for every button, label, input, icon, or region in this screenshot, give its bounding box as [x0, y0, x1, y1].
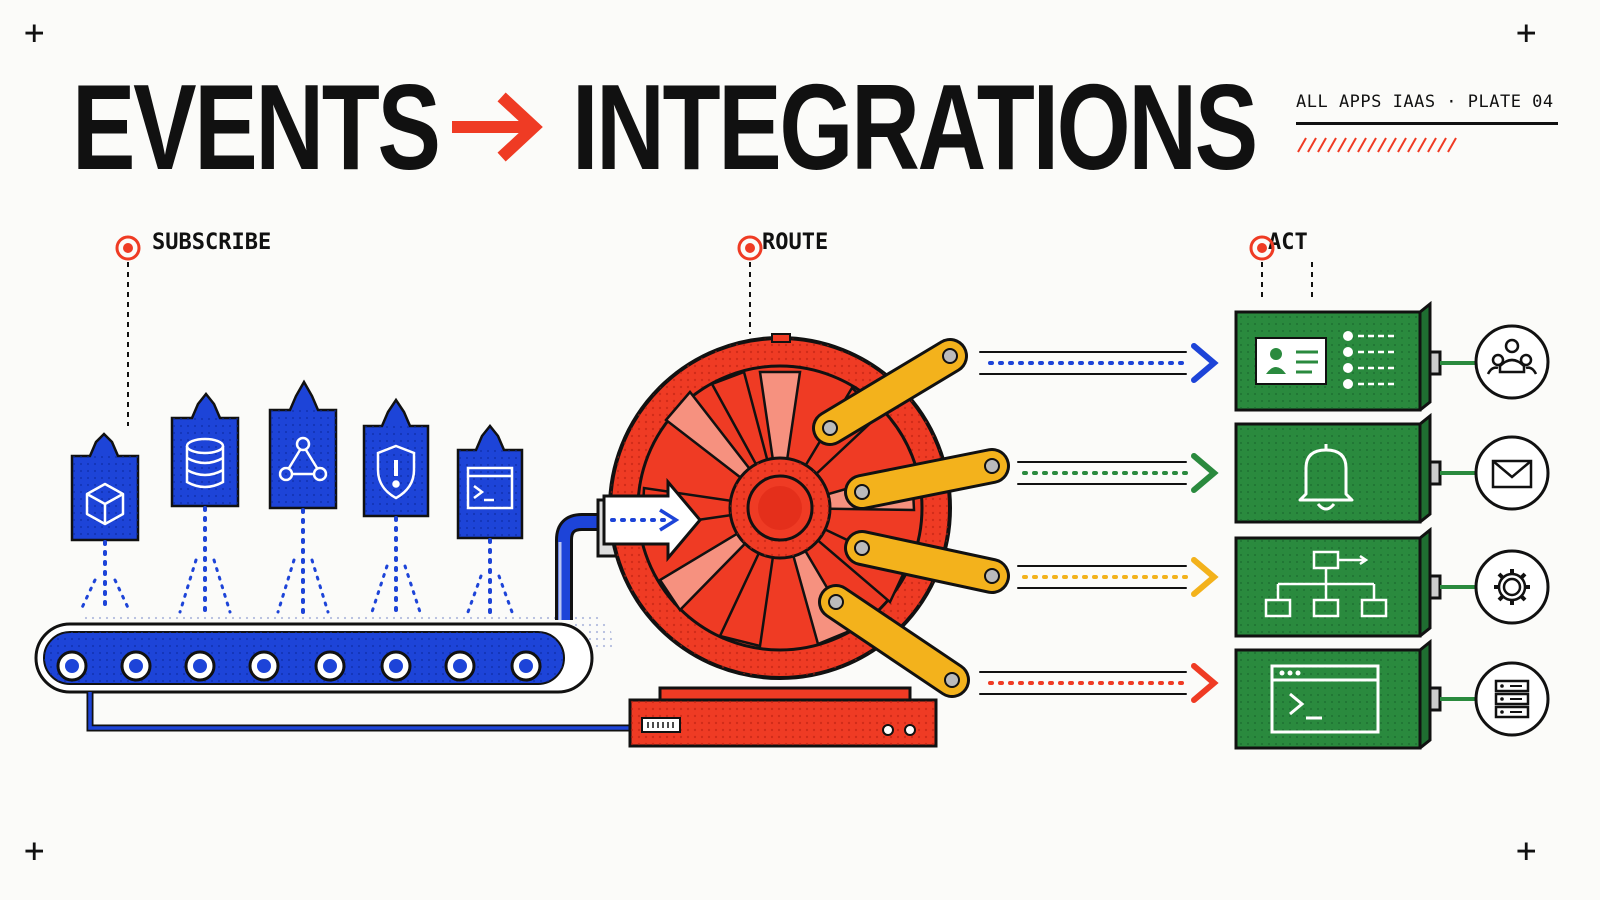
corner-mark-bottom-left: + — [24, 831, 45, 871]
event-drops — [78, 506, 514, 614]
routing-arm-4 — [818, 584, 970, 698]
title-integrations: INTEGRATIONS — [572, 59, 1258, 195]
terminal-window-icon — [466, 466, 514, 510]
corner-mark-top-left: + — [24, 13, 45, 53]
stage-marker-route — [737, 235, 763, 334]
page-title: EVENTS INTEGRATIONS — [72, 62, 1449, 192]
users-icon — [1486, 338, 1538, 375]
title-arrow-icon — [452, 92, 543, 162]
endpoint-mail — [1474, 435, 1550, 511]
endpoint-connectors — [1428, 350, 1476, 712]
routing-arm-1 — [812, 338, 968, 446]
plate-rule — [1296, 122, 1558, 125]
gear-icon — [1494, 569, 1530, 605]
corner-mark-bottom-right: + — [1516, 831, 1537, 871]
channel-yellow — [1017, 557, 1219, 597]
endpoint-users — [1474, 324, 1550, 400]
routing-arm-2 — [844, 448, 1010, 510]
bell-icon — [1298, 444, 1354, 511]
stage-marker-act — [1249, 235, 1313, 300]
network-icon — [278, 436, 328, 482]
action-module-bell — [1234, 412, 1432, 524]
plate-hatch — [1297, 137, 1457, 153]
corner-mark-top-right: + — [1516, 13, 1537, 53]
conveyor-belt — [34, 616, 632, 732]
database-icon — [185, 437, 225, 489]
endpoint-server — [1474, 661, 1550, 737]
event-card-database — [170, 391, 240, 508]
output-channels — [979, 343, 1219, 703]
action-module-id-card — [1234, 300, 1432, 412]
plate-label: ALL APPS IAAS · PLATE 04 — [1296, 92, 1554, 112]
action-module-terminal — [1234, 638, 1432, 750]
stage-label-act: ACT — [1268, 230, 1308, 255]
event-card-cube — [70, 432, 140, 542]
routing-arm-3 — [844, 530, 1010, 594]
workflow-tree-icon — [1264, 550, 1388, 618]
event-card-terminal — [456, 423, 524, 540]
server-icon — [1494, 679, 1530, 719]
event-card-shield — [362, 397, 430, 518]
stage-marker-subscribe — [115, 235, 141, 426]
routing-arms — [812, 338, 1010, 698]
mail-icon — [1491, 459, 1533, 489]
shield-alert-icon — [376, 444, 416, 500]
channel-red — [979, 663, 1219, 703]
action-module-workflow — [1234, 526, 1432, 638]
channel-blue — [979, 343, 1219, 383]
cube-icon — [85, 482, 125, 526]
id-card-list-icon — [1255, 331, 1396, 389]
stage-label-subscribe: SUBSCRIBE — [152, 230, 272, 255]
channel-green — [1017, 453, 1219, 493]
stage-label-route: ROUTE — [762, 230, 829, 255]
endpoint-gear — [1474, 549, 1550, 625]
event-card-network — [268, 379, 338, 510]
terminal-window-icon — [1270, 664, 1380, 734]
